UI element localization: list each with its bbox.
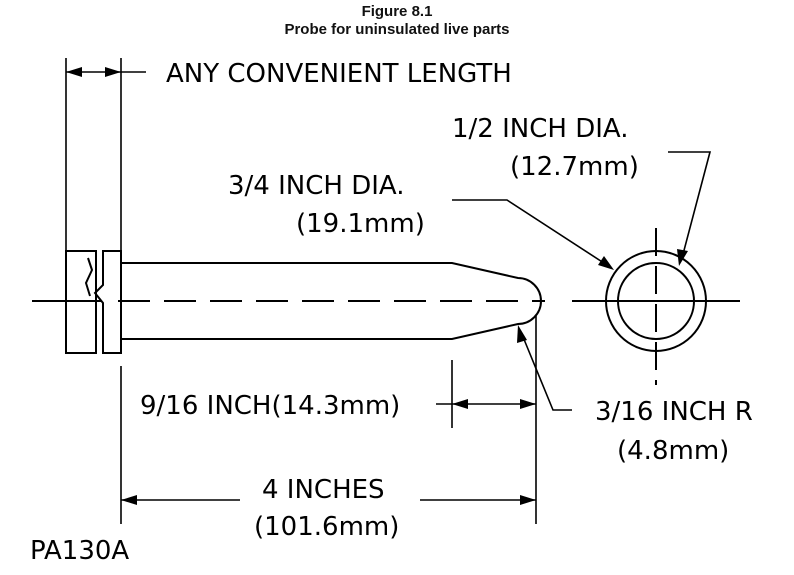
tip-diameter-callout: 1/2 INCH DIA. (12.7mm) xyxy=(452,114,712,266)
probe-handle xyxy=(65,250,122,354)
overall-arrow-left xyxy=(121,495,137,505)
tip-dia-label: 1/2 INCH DIA. xyxy=(452,114,628,144)
taper-length-label: 9/16 INCH(14.3mm) xyxy=(140,391,400,421)
tip-dia-metric: (12.7mm) xyxy=(510,152,639,182)
tip-diameter-circle xyxy=(617,262,695,340)
shaft-dia-arrow xyxy=(598,256,614,270)
shaft-dia-leader xyxy=(452,199,611,268)
tip-radius-callout: 3/16 INCH R (4.8mm) xyxy=(517,325,753,466)
handle-break-mark xyxy=(84,257,94,297)
tip-dia-arrow xyxy=(677,249,688,266)
drawing-id: PA130A xyxy=(30,536,129,566)
handle-block-left xyxy=(65,250,97,354)
figure-caption: Probe for uninsulated live parts xyxy=(284,21,510,38)
handle-length-dimension: ANY CONVENIENT LENGTH xyxy=(65,58,512,250)
probe-end-view xyxy=(605,228,707,385)
probe-shaft xyxy=(121,262,542,340)
handle-arrow-left xyxy=(66,67,82,77)
tip-radius-leader xyxy=(520,331,572,411)
taper-arrow-right xyxy=(520,399,536,409)
tip-dia-leader xyxy=(668,151,712,259)
shaft-outline xyxy=(121,262,542,340)
figure-number: Figure 8.1 xyxy=(361,3,433,20)
handle-block-right xyxy=(93,250,122,354)
tip-radius-arrow xyxy=(517,325,527,343)
shaft-diameter-callout: 3/4 INCH DIA. (19.1mm) xyxy=(228,171,614,270)
overall-length-dimension: 4 INCHES (101.6mm) xyxy=(120,366,536,542)
overall-length-metric: (101.6mm) xyxy=(254,512,399,542)
handle-arrow-right xyxy=(105,67,121,77)
tip-radius-metric: (4.8mm) xyxy=(617,436,729,466)
tip-radius-label: 3/16 INCH R xyxy=(595,397,753,427)
overall-length-label: 4 INCHES xyxy=(262,475,385,505)
handle-length-label: ANY CONVENIENT LENGTH xyxy=(166,59,512,89)
shaft-dia-label: 3/4 INCH DIA. xyxy=(228,171,404,201)
shaft-dia-metric: (19.1mm) xyxy=(296,209,425,239)
taper-length-dimension: 9/16 INCH(14.3mm) xyxy=(140,316,537,524)
taper-arrow-left xyxy=(452,399,468,409)
overall-arrow-right xyxy=(520,495,536,505)
